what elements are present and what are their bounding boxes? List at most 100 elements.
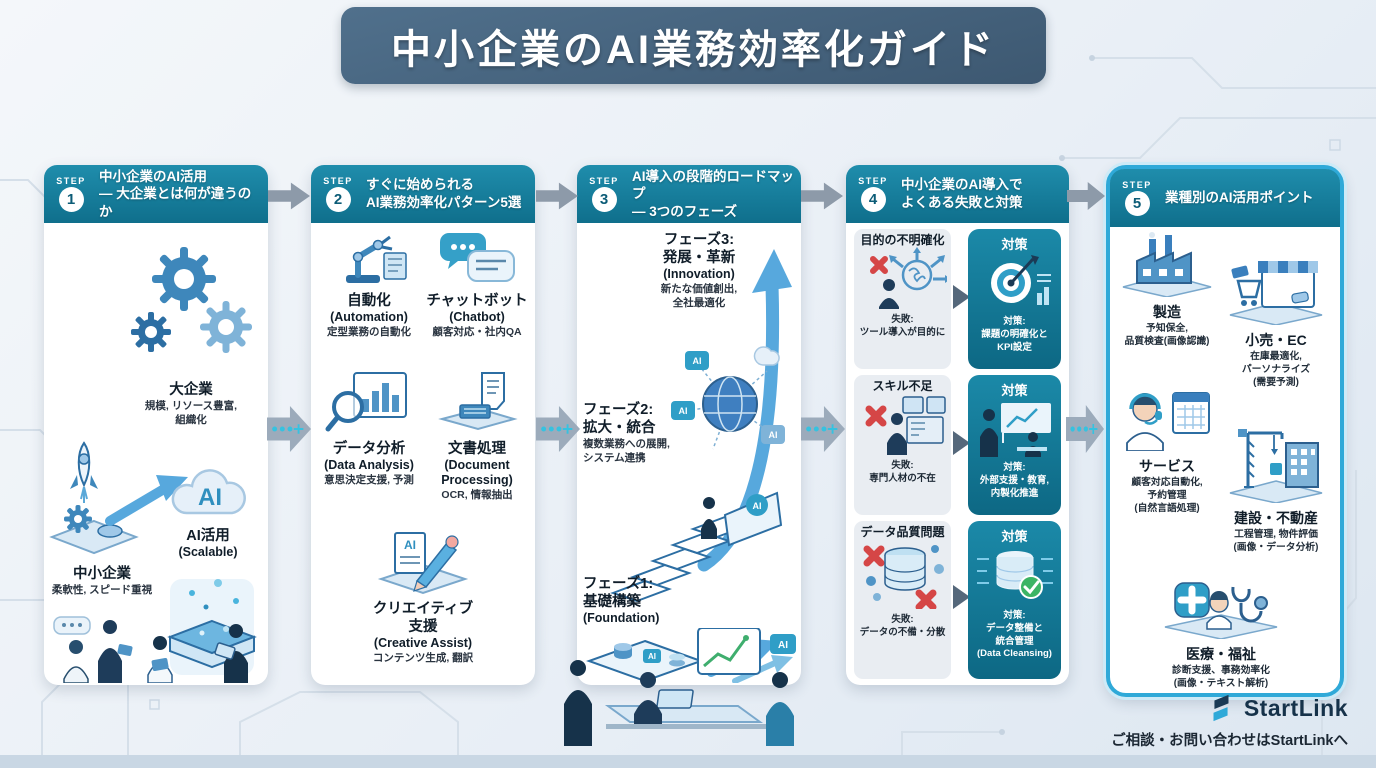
rocket-icon [70,441,98,503]
item-title: チャットボット [426,293,528,309]
phase-en: (Foundation) [583,611,660,626]
right-arrow-icon [953,585,970,609]
step4-title: 中小企業のAI導入で よくある失敗と対策 [901,177,1023,210]
page-title-text: 中小企業のAI業務効率化ガイド [391,27,996,72]
people-group-icon [53,616,248,683]
target-kpi-icon [990,255,1051,305]
footer: StartLink ご相談・お問い合わせはStartLinkへ [1111,693,1348,750]
step5-header: STEP 5 業種別のAI活用ポイント [1110,169,1340,227]
failure-row-3: データ品質問題 失敗:データの不備・分散 対策 [854,521,1061,679]
item-desc: 定型業務の自動化 [327,326,411,339]
industry-desc: 顧客対応自動化, 予約管理 (自然言語処理) [1131,477,1203,515]
counter-box: 対策 対策:外部支援・教育, 内製化推進 [968,375,1061,515]
step-word: STEP [56,176,86,186]
factory-icon [1122,232,1212,298]
item-desc: 意思決定支援, 予測 [324,474,414,487]
industry-desc: 予知保全, 品質検査(画像認識) [1124,323,1210,348]
fail-caption: 失敗:ツール導入が目的に [859,314,946,338]
step4-card: STEP 4 中小企業のAI導入で よくある失敗と対策 目的の不明確化 [846,165,1069,685]
phase-name: フェーズ3: [663,232,735,248]
service-support-icon [1126,392,1210,452]
data-analysis-icon [325,372,407,432]
right-arrow-icon [953,285,970,309]
medical-icon [1164,582,1278,640]
counter-caption: 対策:外部支援・教育, 内製化推進 [979,462,1050,499]
fail-problem: スキル不足 [872,379,933,393]
industry-desc: 工程管理, 物件評価 (画像・データ分析) [1233,529,1319,554]
pattern-chatbot: チャットボット (Chatbot) 顧客対応・社内QA [425,229,529,339]
ai-cloud-icon: AI [171,469,246,515]
step5-card: STEP 5 業種別のAI活用ポイント 製造 予知保全, 品質検査(画像認識) [1106,165,1344,697]
fail-caption: 失敗:データの不備・分散 [859,614,946,638]
step2-header: STEP 2 すぐに始められる AI業務効率化パターン5選 [311,165,535,223]
item-en: (Automation) [330,310,408,325]
industry-desc: 在庫最適化, パーソナライズ (需要予測) [1241,351,1311,389]
flow-arrow-icon [267,406,311,452]
step3-body: フェーズ3: 発展・革新 (Innovation) 新たな価値創出, 全社最適化… [577,223,801,685]
bottom-strip [0,755,1376,768]
step-connector-arrow-icon [1067,182,1105,210]
industry-name: 小売・EC [1245,332,1307,348]
item-en: (Chatbot) [449,310,505,325]
industry-medical: 医療・福祉 診断支援、事務効率化 (画像・テキスト解析) [1144,579,1298,690]
workshop-people-icon: AI [564,628,796,746]
svg-text:AI: AI [693,356,702,366]
industry-construction: 建設・不動産 工程管理, 物件評価 (画像・データ分析) [1222,425,1330,554]
step1-badge: STEP 1 [50,176,92,212]
counter-box: 対策 対策:課題の明確化と KPI設定 [968,229,1061,369]
item-title: データ分析 [332,441,406,457]
sme-platform-icon [49,505,139,555]
phase3-block: フェーズ3: 発展・革新 (Innovation) 新たな価値創出, 全社最適化 [629,231,769,311]
counter-box: 対策 対策:データ整備と 統合管理(Data Cleansing) [968,521,1061,679]
step3-card: STEP 3 AI導入の段階的ロードマップ ― 3つのフェーズ フェーズ3: 発… [577,165,801,685]
step-number: 1 [58,187,84,212]
step4-badge: STEP 4 [852,176,894,212]
globe-ai-icon: AI AI AI [671,346,785,450]
unclear-goal-icon [869,247,951,310]
step-word: STEP [589,176,619,186]
svg-text:AI: AI [648,652,656,661]
step-connector-arrow-icon [268,182,310,210]
flow-arrow-icon [1066,405,1104,453]
item-en: (Document Processing) [441,458,513,488]
svg-text:AI: AI [679,406,688,416]
phase-title: 拡大・統合 [583,420,656,437]
brand-name: StartLink [1243,694,1348,721]
stairs-icon: AI [610,491,783,603]
step3-badge: STEP 3 [583,176,625,212]
flow-arrow-icon [536,406,580,452]
skill-gap-icon [865,396,946,456]
svg-text:AI: AI [753,501,762,511]
retail-ec-icon [1229,261,1323,326]
step1-card: STEP 1 中小企業のAI活用 ― 大企業とは何が違うのか 大企業 規模, リ… [44,165,268,685]
item-title: 自動化 [347,293,391,309]
step-word: STEP [323,176,353,186]
counter-title: 対策 [1001,383,1028,398]
industry-retail: 小売・EC 在庫最適化, パーソナライズ (需要予測) [1222,255,1330,390]
industry-name: 医療・福祉 [1186,646,1256,662]
svg-text:AI: AI [769,430,778,440]
counter-title: 対策 [1001,529,1028,544]
item-en: (Data Analysis) [324,458,414,473]
item-desc: OCR, 情報抽出 [441,489,513,502]
step-connector-arrow-icon [801,182,843,210]
step3-title: AI導入の段階的ロードマップ ― 3つのフェーズ [632,168,794,219]
sme-desc: 柔軟性, スピード重視 [51,584,153,597]
phase-title: 発展・革新 [662,250,736,267]
fail-box: データ品質問題 失敗:データの不備・分散 [854,521,951,679]
step5-title: 業種別のAI活用ポイント [1165,190,1314,206]
item-title: 文書処理 [448,441,506,457]
svg-text:AI: AI [778,640,788,651]
robot-arm-icon [346,235,407,283]
industry-name: 建設・不動産 [1234,510,1318,526]
foundation-platform-icon: AI [586,639,704,683]
svg-text:AI: AI [198,484,222,511]
fail-box: 目的の不明確化 失敗:ツール導入が目的に [854,229,951,369]
failure-row-1: 目的の不明確化 失敗:ツール導入が目的に 対策 [854,229,1061,369]
industry-manufacturing: 製造 予知保全, 品質検査(画像認識) [1116,231,1218,348]
step-number: 5 [1124,191,1150,216]
phase2-block: フェーズ2: 拡大・統合 複数業務への展開, システム連携 [583,401,703,466]
page-title: 中小企業のAI業務効率化ガイド [341,7,1046,84]
svg-text:AI: AI [404,538,416,552]
